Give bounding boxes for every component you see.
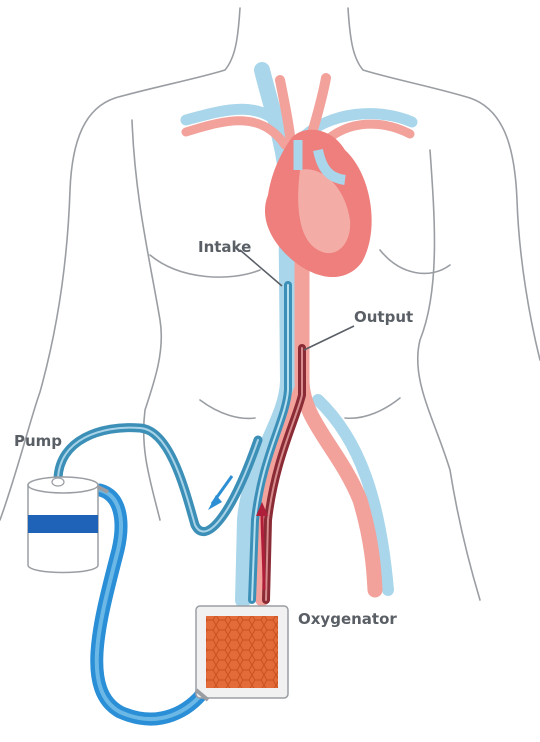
oxygenator — [194, 605, 289, 702]
pump-label: Pump — [14, 432, 62, 450]
output-cannula — [262, 344, 306, 604]
body-outline — [0, 7, 540, 601]
output-label: Output — [354, 308, 413, 326]
heart — [264, 129, 372, 278]
oxygenator-label: Oxygenator — [298, 610, 397, 628]
pump-return-tube — [90, 483, 212, 726]
flow-arrow-blue — [208, 475, 234, 510]
intake-cannula — [248, 281, 292, 604]
intake-line — [53, 423, 263, 536]
intake-label: Intake — [198, 238, 251, 256]
flow-arrow-red — [256, 502, 268, 591]
pump — [27, 476, 109, 574]
label-pointers — [239, 249, 355, 351]
